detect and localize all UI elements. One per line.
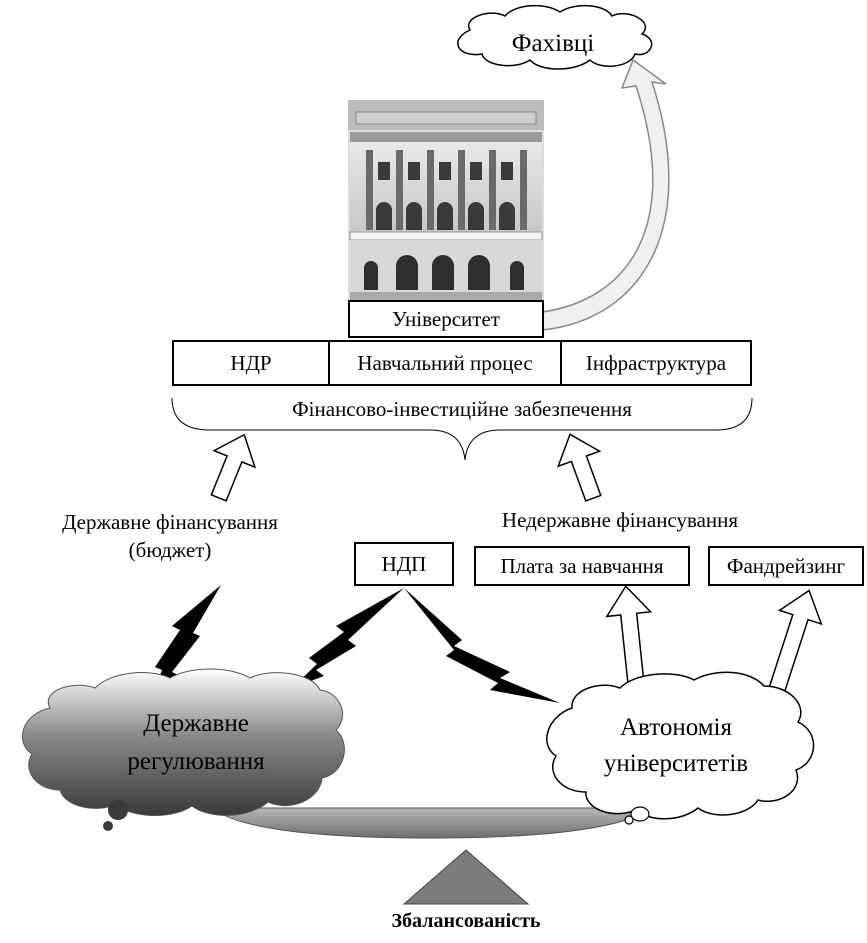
financing-brace <box>171 397 753 461</box>
autonomy-line2: університетів <box>603 750 749 777</box>
state-regulation-label: Державне регулювання <box>96 705 296 781</box>
state-regulation-line2: регулювання <box>127 748 265 775</box>
autonomy-cloud <box>546 671 815 825</box>
state-funding-line1: Державне фінансування <box>62 510 278 534</box>
university-label: Університет <box>392 306 500 331</box>
specialists-label: Фахівці <box>511 30 595 57</box>
up-arrow-fundraising <box>768 589 823 693</box>
fundraising-box: Фандрейзинг <box>708 546 864 586</box>
educational-process-label: Навчальний процес <box>357 350 533 375</box>
up-arrow-tuition <box>605 585 653 690</box>
autonomy-line1: Автономія <box>620 714 732 741</box>
fundraising-label: Фандрейзинг <box>726 553 846 578</box>
balance-beam <box>210 807 654 839</box>
arrow-to-specialists <box>541 58 670 331</box>
up-arrow-nonstate <box>556 433 602 502</box>
nonstate-funding-label: Недержавне фінансування <box>501 508 739 532</box>
research-box: НДР <box>172 340 330 386</box>
tuition-box: Плата за навчання <box>474 546 690 586</box>
financing-label: Фінансово-інвестиційне забезпечення <box>292 397 632 421</box>
fulcrum <box>402 849 530 905</box>
state-regulation-line1: Державне <box>143 710 249 737</box>
up-arrow-state <box>210 433 257 502</box>
university-box: Університет <box>348 300 544 338</box>
infrastructure-label: Інфраструктура <box>585 350 727 375</box>
ndp-box: НДП <box>354 542 454 586</box>
state-funding-label: Державне фінансування (бюджет) <box>40 508 300 564</box>
tuition-label: Плата за навчання <box>500 553 664 578</box>
autonomy-label: Автономія університетів <box>576 710 776 782</box>
ndp-label: НДП <box>381 551 427 576</box>
specialists-cloud <box>457 4 653 70</box>
educational-process-box: Навчальний процес <box>328 340 562 386</box>
university-building-image <box>348 100 544 300</box>
lightning-bolts <box>151 585 560 703</box>
research-label: НДР <box>230 350 272 375</box>
state-funding-line2: (бюджет) <box>128 538 212 562</box>
infrastructure-box: Інфраструктура <box>560 340 752 386</box>
state-regulation-cloud <box>21 668 345 831</box>
balance-label: Збалансованість <box>391 910 541 932</box>
